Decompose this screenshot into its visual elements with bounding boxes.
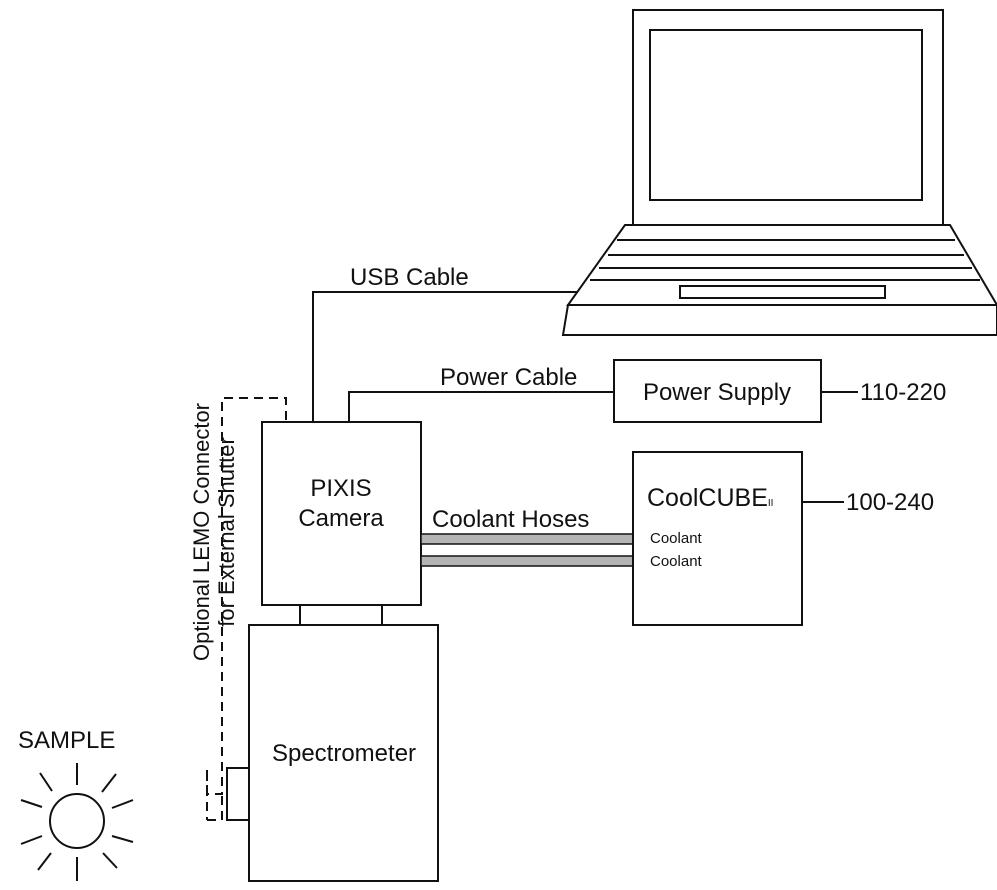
usb-cable-label: USB Cable	[350, 264, 469, 291]
spectrometer-label: Spectrometer	[272, 740, 416, 767]
camera-adapter	[299, 604, 383, 626]
camera-label-line2: Camera	[298, 505, 384, 532]
sample-sun-icon	[20, 763, 134, 881]
power-cable-label: Power Cable	[440, 364, 577, 391]
lemo-connector-path	[207, 397, 287, 795]
spectrometer-box	[248, 624, 439, 882]
spectrometer-entrance-port	[226, 767, 250, 821]
usb-cable-line	[312, 291, 578, 422]
coolcube-label: CoolCUBEII	[647, 484, 773, 512]
coolant-label-1: Coolant	[650, 530, 703, 547]
laptop-icon	[561, 9, 997, 336]
power-supply-label: Power Supply	[643, 379, 791, 406]
coolcube-subscript: II	[768, 498, 774, 509]
coolcube-voltage: 100-240	[846, 489, 934, 516]
laptop-keyboard-deck	[566, 224, 997, 306]
laptop-screen	[649, 29, 923, 201]
power-supply-box	[613, 359, 822, 423]
lemo-label-line2: for External Shutter	[214, 437, 239, 627]
camera-label-line1: PIXIS	[310, 475, 371, 502]
laptop-base	[561, 304, 997, 336]
pixis-camera-box	[261, 421, 422, 606]
coolant-hoses-label: Coolant Hoses	[432, 506, 589, 533]
coolcube-box	[632, 451, 803, 626]
power-supply-voltage: 110-220	[860, 379, 946, 406]
power-cable-line	[348, 391, 614, 422]
sample-label: SAMPLE	[18, 727, 115, 754]
laptop-touchpad	[679, 285, 886, 299]
coolant-hose-2	[420, 555, 634, 567]
lemo-label-line1: Optional LEMO Connector	[189, 403, 214, 661]
coolant-hose-1	[420, 533, 634, 545]
coolant-label-2: Coolant	[650, 553, 703, 570]
